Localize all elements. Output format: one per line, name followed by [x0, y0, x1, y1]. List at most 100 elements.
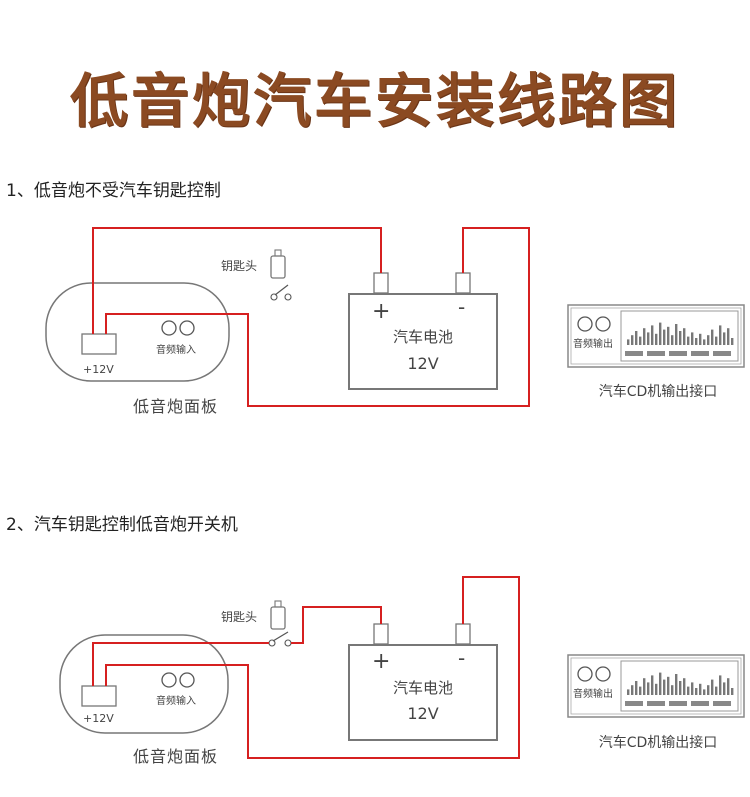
- cd-label: 汽车CD机输出接口: [599, 734, 718, 751]
- equalizer-bar: [675, 674, 678, 695]
- equalizer-bar: [727, 328, 730, 345]
- audio-out-jack-right: [595, 666, 611, 682]
- wire-power-positive: [92, 227, 382, 334]
- equalizer-bar: [635, 331, 638, 345]
- cd-buttons: [625, 351, 731, 356]
- audio-in-label: 音频输入: [156, 343, 196, 356]
- key-switch-contact-a: [270, 293, 278, 301]
- equalizer-bar: [631, 335, 634, 345]
- plus12v-label: +12V: [83, 363, 114, 376]
- equalizer-bar: [647, 682, 650, 695]
- equalizer-bar: [659, 322, 662, 345]
- equalizer-bar: [643, 328, 646, 345]
- power-terminal: [81, 333, 117, 355]
- audio-out-jack-right: [595, 316, 611, 332]
- key-switch-lever: [272, 631, 289, 642]
- subwoofer-panel: [59, 634, 229, 734]
- power-terminal: [81, 685, 117, 707]
- battery-positive-terminal: [373, 623, 389, 645]
- equalizer-bar: [679, 681, 682, 695]
- cd-button: [669, 701, 687, 706]
- equalizer-bar: [711, 679, 714, 695]
- audio-out-jack-left: [577, 316, 593, 332]
- equalizer-bar: [715, 336, 718, 345]
- equalizer-bar: [675, 324, 678, 345]
- battery-body: [348, 293, 498, 390]
- key-switch-contact-b: [284, 639, 292, 647]
- equalizer-bar: [719, 325, 722, 345]
- cd-button: [669, 351, 687, 356]
- audio-in-jack-right: [179, 672, 195, 688]
- cd-display: [620, 310, 739, 362]
- audio-in-jack-right: [179, 320, 195, 336]
- equalizer-bar: [655, 683, 658, 695]
- equalizer-bar: [663, 679, 666, 695]
- equalizer-bar: [683, 678, 686, 695]
- section-1-heading: 1、低音炮不受汽车钥匙控制: [6, 181, 221, 201]
- equalizer-bar: [651, 675, 654, 695]
- equalizer-bar: [635, 681, 638, 695]
- key-icon: [270, 606, 286, 630]
- audio-out-jack-left: [577, 666, 593, 682]
- cd-unit: [567, 304, 745, 368]
- equalizer-bar: [727, 678, 730, 695]
- cd-unit: [567, 654, 745, 718]
- equalizer-bar: [647, 332, 650, 345]
- equalizer-bar: [655, 333, 658, 345]
- battery-voltage: 12V: [407, 354, 438, 373]
- cd-label: 汽车CD机输出接口: [599, 383, 718, 400]
- battery-positive-terminal: [373, 272, 389, 294]
- subwoofer-panel: [45, 282, 230, 382]
- cd-audio-out-label: 音频输出: [573, 337, 613, 350]
- wire-power-to-key: [92, 642, 269, 686]
- cd-button: [713, 351, 731, 356]
- page-title: 低音炮汽车安装线路图: [69, 67, 680, 135]
- wiring-diagram-2: +12V 音频输入 低音炮面板 钥匙头 + - 汽车电池 12V 音频输出 汽车…: [59, 576, 745, 766]
- battery-minus-sign: -: [458, 646, 465, 670]
- equalizer-bar: [731, 688, 734, 695]
- cd-button: [647, 701, 665, 706]
- equalizer-bar: [711, 329, 714, 345]
- equalizer-bar: [667, 326, 670, 345]
- cd-button: [625, 351, 643, 356]
- battery-plus-sign: +: [372, 649, 390, 674]
- key-switch-lever: [274, 284, 289, 296]
- panel-label: 低音炮面板: [133, 397, 218, 416]
- battery-label: 汽车电池: [393, 679, 453, 697]
- equalizer-bar: [719, 675, 722, 695]
- battery-negative-terminal: [455, 272, 471, 294]
- equalizer-bars: [627, 672, 734, 695]
- equalizer-bar: [679, 331, 682, 345]
- cd-button: [647, 351, 665, 356]
- equalizer-bar: [687, 336, 690, 345]
- equalizer-bar: [627, 689, 630, 695]
- battery-voltage: 12V: [407, 704, 438, 723]
- audio-in-label: 音频输入: [156, 694, 196, 707]
- key-label: 钥匙头: [221, 610, 257, 624]
- cd-button: [691, 701, 709, 706]
- key-switch-contact-b: [284, 293, 292, 301]
- audio-in-jack-left: [161, 672, 177, 688]
- wire-key-to-positive: [291, 606, 382, 644]
- cd-button: [625, 701, 643, 706]
- section-2-heading: 2、汽车钥匙控制低音炮开关机: [6, 515, 238, 535]
- battery-minus-sign: -: [458, 295, 465, 319]
- battery-negative-terminal: [455, 623, 471, 645]
- equalizer-bar: [731, 338, 734, 345]
- equalizer-bar: [671, 335, 674, 345]
- equalizer-bar: [695, 338, 698, 345]
- equalizer-bar: [643, 678, 646, 695]
- equalizer-bar: [707, 685, 710, 695]
- cd-button: [691, 351, 709, 356]
- equalizer-bar: [667, 676, 670, 695]
- equalizer-bar: [659, 672, 662, 695]
- cd-buttons: [625, 701, 731, 706]
- cd-button: [713, 701, 731, 706]
- equalizer-bars: [627, 322, 734, 345]
- panel-label: 低音炮面板: [133, 747, 218, 766]
- equalizer-bar: [695, 688, 698, 695]
- wire-ground-negative: [105, 227, 530, 407]
- equalizer-bar: [699, 333, 702, 345]
- equalizer-bar: [639, 686, 642, 695]
- equalizer-bar: [639, 336, 642, 345]
